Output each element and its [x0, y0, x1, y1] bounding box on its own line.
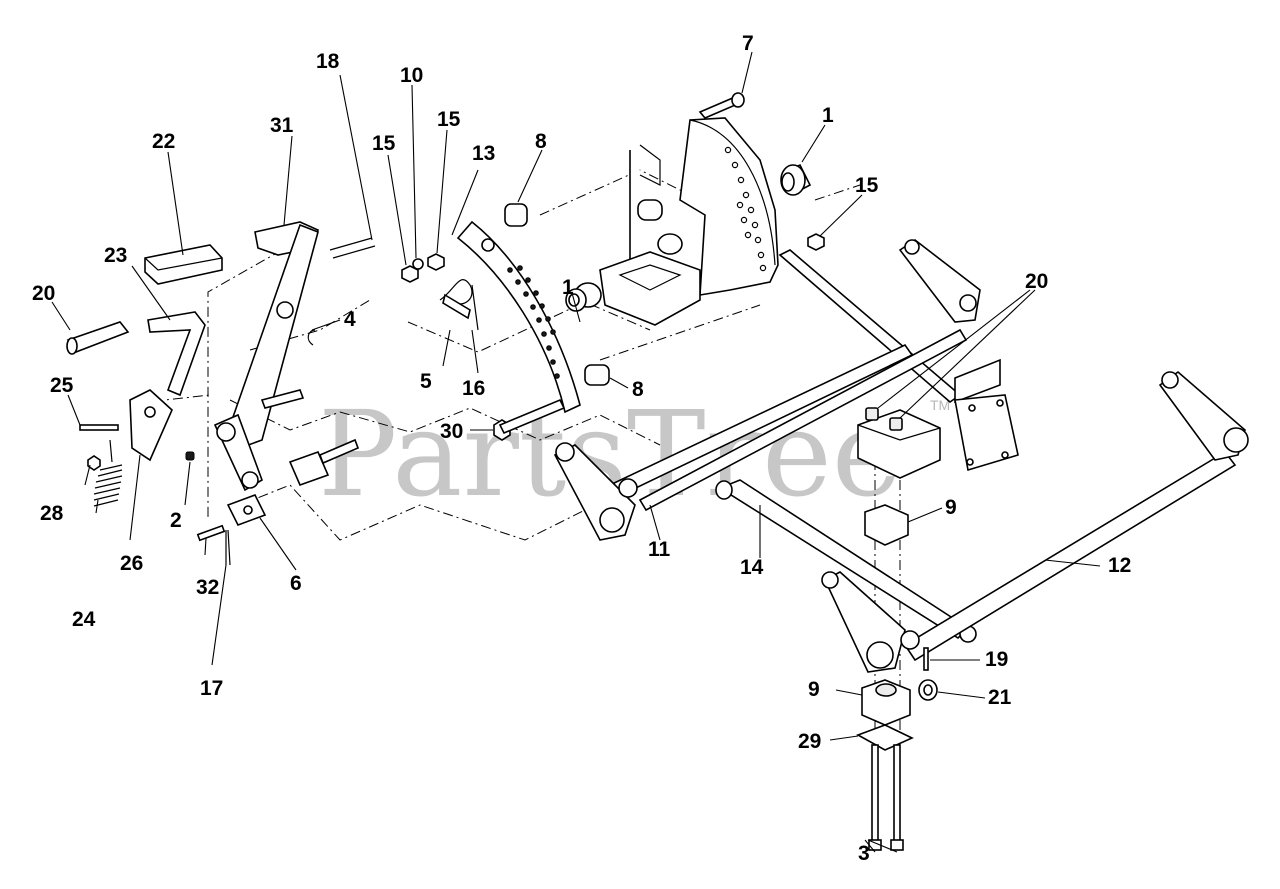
mounting-bracket-plate — [599, 117, 779, 326]
pin-27 — [79, 424, 119, 431]
callout-20: 20 — [1025, 270, 1048, 293]
callout-9-upper: 9 — [945, 496, 957, 519]
quadrant-arm-13 — [456, 220, 581, 414]
nut-15-mid — [427, 253, 445, 271]
bolt-30 — [498, 398, 566, 435]
clevis-center — [288, 438, 360, 487]
plate-29 — [856, 724, 914, 751]
clamp-9-upper — [864, 504, 909, 546]
nut-15-right — [807, 233, 825, 251]
pin-19 — [923, 647, 929, 671]
callout-19: 19 — [985, 648, 1008, 671]
handle-grip-22 — [66, 321, 130, 355]
callout-4: 4 — [344, 308, 356, 331]
callout-5: 5 — [420, 370, 432, 393]
clamp-9-lower — [861, 679, 911, 726]
callout-10: 10 — [400, 64, 423, 87]
callout-32: 32 — [196, 576, 219, 599]
watermark-trademark: TM — [930, 397, 950, 413]
long-shaft-12 — [903, 370, 1249, 662]
bolt-18 — [329, 237, 376, 259]
washer-10 — [412, 258, 424, 270]
callout-17: 17 — [200, 677, 223, 700]
callout-29: 29 — [798, 730, 821, 753]
callout-8-upper: 8 — [535, 130, 547, 153]
pin-32 — [196, 524, 226, 542]
nut-15-left — [401, 265, 419, 283]
lower-lever — [821, 571, 920, 673]
handle-arm-25 — [147, 311, 206, 397]
callout-16: 16 — [462, 377, 485, 400]
spacer-8-lower — [584, 364, 610, 386]
callout-14: 14 — [740, 556, 764, 579]
callout-18: 18 — [316, 50, 340, 73]
callout-24: 22 — [152, 130, 175, 153]
bracket-26 — [129, 389, 173, 462]
nut-2 — [185, 451, 195, 461]
spring-23 — [93, 439, 123, 507]
callout-15-left: 15 — [372, 132, 396, 155]
callout-27: 25 — [50, 374, 74, 397]
callout-26: 26 — [120, 552, 143, 575]
callout-6: 6 — [290, 572, 302, 595]
callout-25: 23 — [104, 244, 127, 267]
washer-21 — [918, 679, 938, 701]
callout-11: 11 — [648, 538, 671, 561]
callout-3: 3 — [858, 842, 870, 865]
callout-28: 28 — [40, 502, 64, 525]
clip-4 — [307, 329, 316, 346]
callout-1-lower: 1 — [562, 276, 574, 299]
callout-15-mid: 15 — [437, 108, 461, 131]
spacer-8-upper — [504, 203, 528, 227]
mount-block-20 — [857, 407, 941, 479]
bushing-1-upper — [780, 163, 812, 196]
upper-right-lever — [898, 239, 981, 323]
callout-15-right: 15 — [855, 174, 879, 197]
pin-7 — [698, 92, 745, 119]
callout-30: 30 — [440, 420, 463, 443]
callout-7: 7 — [742, 32, 754, 55]
shaft-stub — [260, 389, 305, 409]
rod-14 — [715, 479, 977, 643]
callout-9-lower: 9 — [808, 678, 820, 701]
callout-labels: 7 1 15 8 13 15 10 15 18 31 22 23 20 25 4… — [32, 32, 1131, 865]
bell-crank — [553, 442, 638, 541]
pedal-pad-24 — [144, 244, 223, 285]
spring-clip-5 — [439, 279, 479, 331]
callout-31: 31 — [270, 114, 294, 137]
leader-lines — [51, 51, 1101, 853]
callout-1-upper: 1 — [822, 104, 834, 127]
pedal-arm-31 — [213, 221, 319, 492]
callout-22: 20 — [32, 282, 55, 305]
clevis-6 — [226, 494, 267, 526]
callout-23: 24 — [72, 608, 96, 631]
nut-28 — [87, 455, 101, 471]
bolts-3 — [868, 744, 904, 851]
callout-12: 12 — [1108, 554, 1131, 577]
cotter-17 — [225, 529, 231, 566]
callout-8-lower: 8 — [632, 378, 644, 401]
callout-2: 2 — [170, 509, 182, 532]
callout-21: 21 — [988, 686, 1012, 709]
callout-13: 13 — [472, 142, 495, 165]
